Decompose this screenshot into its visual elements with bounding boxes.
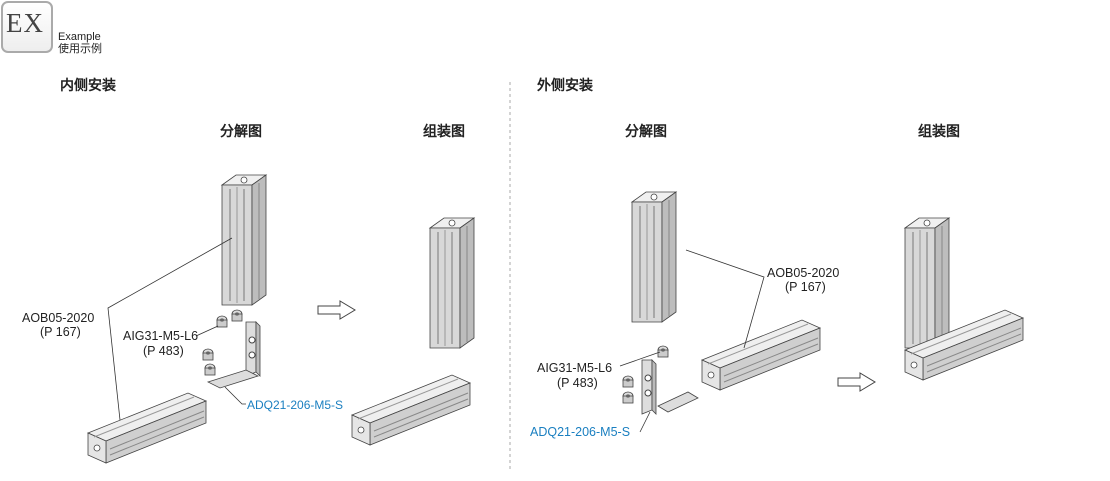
left-nut-part: AIG31-M5-L6	[123, 329, 199, 343]
arrow-right-icon	[837, 372, 876, 392]
horizontal-profile	[87, 392, 207, 464]
badge-zh: 使用示例	[58, 43, 102, 55]
left-nut-page: (P 483)	[143, 344, 184, 358]
left-assembled-title: 组装图	[423, 123, 465, 139]
badge-en: Example	[58, 31, 101, 43]
left-profile-part: AOB05-2020	[22, 311, 95, 325]
left-bracket-part: ADQ21-206-M5-S	[247, 398, 344, 412]
right-nut-part: AIG31-M5-L6	[537, 361, 613, 375]
right-profile-page: (P 167)	[785, 280, 826, 294]
arrow-right-icon	[317, 300, 356, 320]
right-bracket-part: ADQ21-206-M5-S	[530, 425, 631, 439]
example-badge-text: EX	[6, 8, 44, 38]
right-assembled-title: 组装图	[918, 123, 960, 139]
right-nut-page: (P 483)	[557, 376, 598, 390]
right-profile-part: AOB05-2020	[767, 266, 840, 280]
example-badge	[1, 1, 53, 53]
bracket-drawing	[245, 321, 261, 377]
left-exploded-title: 分解图	[220, 123, 262, 139]
right-exploded-title: 分解图	[625, 123, 667, 139]
left-section-title: 内侧安装	[60, 77, 116, 93]
left-profile-page: (P 167)	[40, 325, 81, 339]
right-section-title: 外侧安装	[537, 77, 593, 93]
